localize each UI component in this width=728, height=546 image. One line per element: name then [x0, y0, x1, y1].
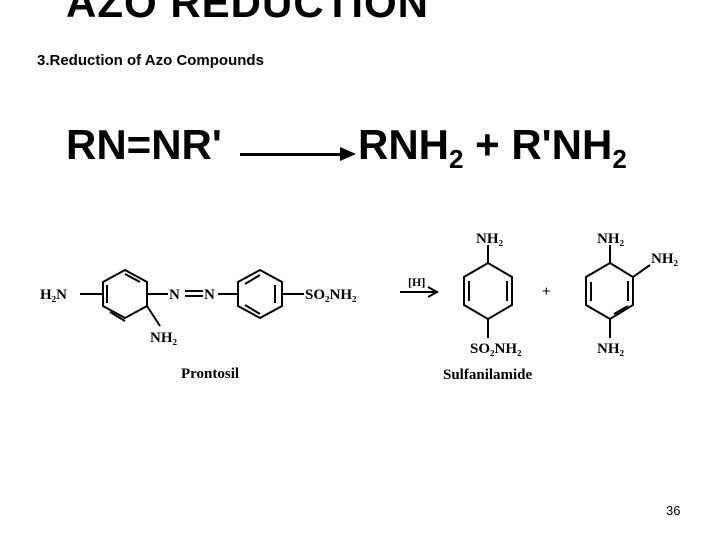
equation-reactant: RN=NR' [66, 121, 222, 168]
product1-sub: 2 [449, 144, 464, 174]
reagent-label: [H] [408, 275, 425, 289]
page-number: 36 [666, 503, 681, 518]
prontosil-so2nh2: SO₂NH₂ [305, 287, 357, 303]
product2-base: R'NH [511, 121, 613, 168]
triamine-ring [585, 261, 634, 321]
sulfanilamide-label: Sulfanilamide [443, 367, 533, 383]
reaction-arrow [240, 153, 348, 156]
triamine-nh2-bottom: NH₂ [597, 341, 625, 357]
triamine-nh2-top: NH₂ [597, 231, 625, 247]
sulfa-nh2: NH₂ [476, 231, 504, 247]
product1-base: RNH [358, 121, 449, 168]
equation-plus: + [475, 121, 500, 168]
prontosil-ring-2 [237, 268, 283, 320]
prontosil-h2n: H₂N [40, 287, 67, 303]
scheme-plus: + [542, 284, 551, 300]
equation-products: RNH2 + R'NH2 [358, 121, 627, 173]
sulfa-so2nh2: SO₂NH₂ [470, 341, 522, 357]
sulfanilamide-ring [463, 261, 513, 321]
slide-subtitle: 3.Reduction of Azo Compounds [37, 52, 264, 69]
reaction-arrow-head [340, 147, 356, 161]
prontosil-label: Prontosil [181, 366, 239, 382]
prontosil-ring-1 [102, 268, 148, 320]
slide-title: AZO REDUCTION [66, 0, 429, 26]
prontosil-azo-n2: N [204, 287, 215, 303]
prontosil-azo-n1: N [169, 287, 180, 303]
product2-sub: 2 [612, 144, 627, 174]
triamine-nh2-right: NH₂ [651, 251, 679, 267]
prontosil-nh2: NH₂ [150, 330, 178, 346]
